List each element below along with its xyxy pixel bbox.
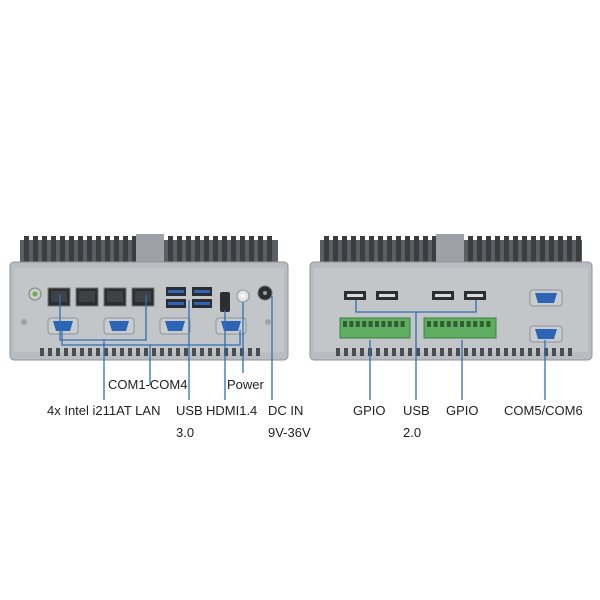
usb20-label: USB 2.0 [403, 403, 430, 441]
gpio-right-label: GPIO [446, 403, 479, 418]
lan-ports [47, 287, 155, 307]
usb30-label-line1: USB [176, 403, 203, 418]
com5-com6-label: COM5/COM6 [504, 403, 583, 418]
usb20-label-line2: 2.0 [403, 425, 422, 440]
usb20-label-line1: USB [403, 403, 430, 418]
antenna-hole-icon [21, 319, 27, 325]
com1-com4-ports [47, 317, 247, 335]
bottom-vents-left [40, 348, 260, 356]
usb30-label-line2: 3.0 [176, 425, 195, 440]
heatsink-fins-right [320, 234, 582, 264]
callout-lines [59, 295, 546, 400]
usb30-label: USB 3.0 [176, 403, 203, 441]
hdmi-label: HDMI1.4 [206, 403, 258, 418]
com5-com6-ports [529, 289, 563, 343]
com1-com4-label: COM1-COM4 [108, 377, 188, 392]
heatsink-fins-left [20, 234, 278, 264]
front-panel-unit [9, 234, 289, 361]
gpio-left-label: GPIO [353, 403, 386, 418]
rear-panel-unit [309, 234, 593, 361]
hdmi-port [220, 292, 230, 312]
dc-in-label-line2: 9V-36V [268, 425, 311, 440]
power-label: Power [227, 377, 264, 392]
power-led-icon [241, 294, 245, 298]
gpio-terminal-blocks [339, 317, 497, 339]
usb3-ports [166, 287, 212, 308]
usb2-ports [344, 291, 486, 300]
dc-in-label: DC IN 9V-36V [268, 403, 311, 441]
lan-label: 4x Intel i211AT LAN [47, 403, 161, 418]
dc-in-label-line1: DC IN [268, 403, 304, 418]
